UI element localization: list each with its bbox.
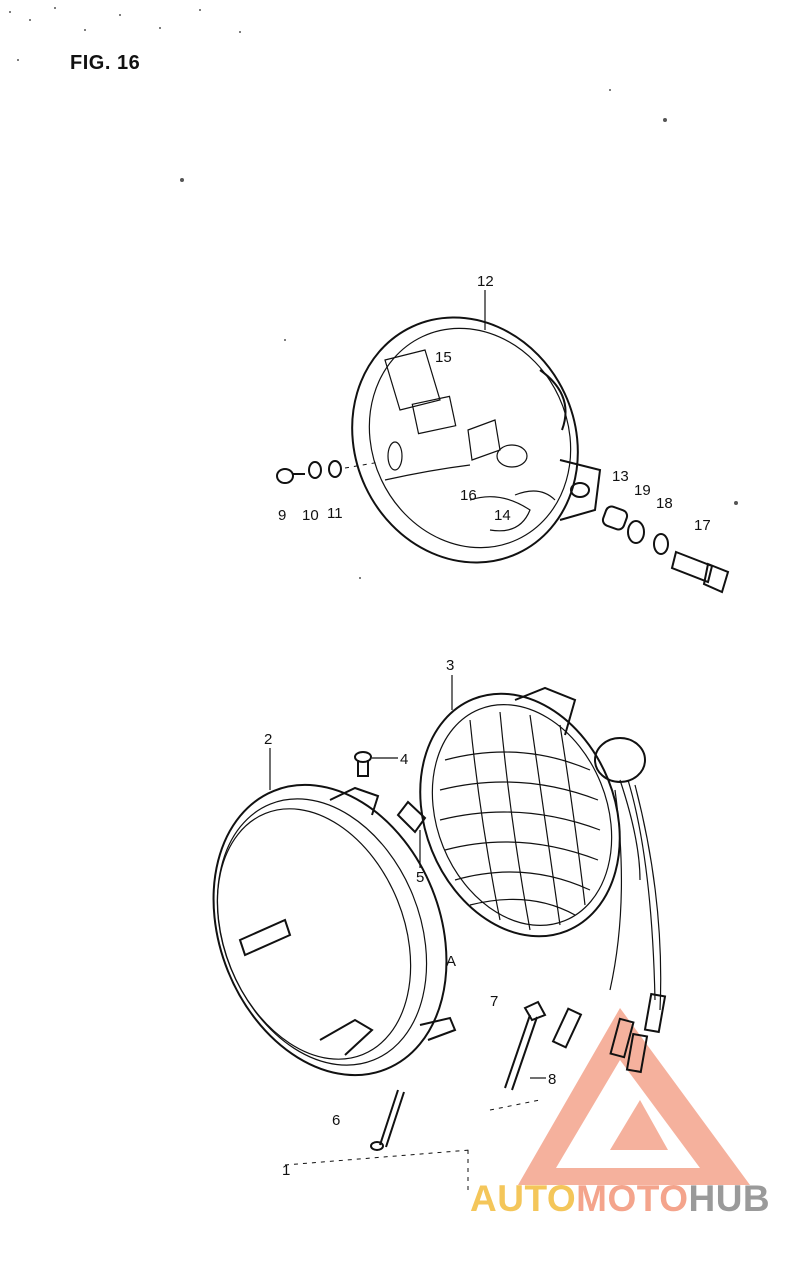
watermark-logo-triangle	[518, 1008, 750, 1185]
callout-4: 4	[400, 751, 408, 768]
scan-noise	[9, 7, 738, 579]
callout-18: 18	[656, 495, 673, 512]
callout-2: 2	[264, 731, 272, 748]
callout-15: 15	[435, 349, 452, 366]
watermark-auto: AUTO	[470, 1178, 577, 1219]
callout-11: 11	[327, 505, 343, 522]
callout-10: 10	[302, 507, 319, 524]
callout-7: 7	[490, 993, 498, 1010]
watermark-hub: HUB	[688, 1178, 771, 1219]
callout-16: 16	[460, 487, 477, 504]
callout-A: A	[446, 953, 456, 970]
figure-title: FIG. 16	[70, 52, 141, 74]
rim-small-parts	[284, 751, 547, 1195]
case-bolt-set	[601, 505, 730, 594]
callout-17: 17	[694, 517, 711, 534]
watermark-text: AUTOMOTOHUB	[470, 1178, 770, 1220]
callout-13: 13	[612, 468, 629, 485]
headlight-rim	[212, 783, 457, 1077]
callout-1: 1	[282, 1162, 290, 1179]
callout-6: 6	[332, 1112, 340, 1129]
callout-3: 3	[446, 657, 454, 674]
watermark-moto: MOTO	[576, 1178, 689, 1219]
callout-labels: 12 15 9 10 11 16 14 13 19 18 17 3 2 4 5 …	[264, 273, 711, 1179]
callout-19: 19	[634, 482, 651, 499]
headlight-case	[351, 316, 602, 564]
mounting-screw-set	[276, 460, 381, 484]
callout-9: 9	[278, 507, 286, 524]
callout-14: 14	[494, 507, 511, 524]
leader-lines	[269, 290, 546, 1079]
callout-5: 5	[416, 869, 424, 886]
callout-8: 8	[548, 1071, 556, 1088]
headlight-unit	[419, 686, 667, 1074]
callout-12: 12	[477, 273, 494, 290]
